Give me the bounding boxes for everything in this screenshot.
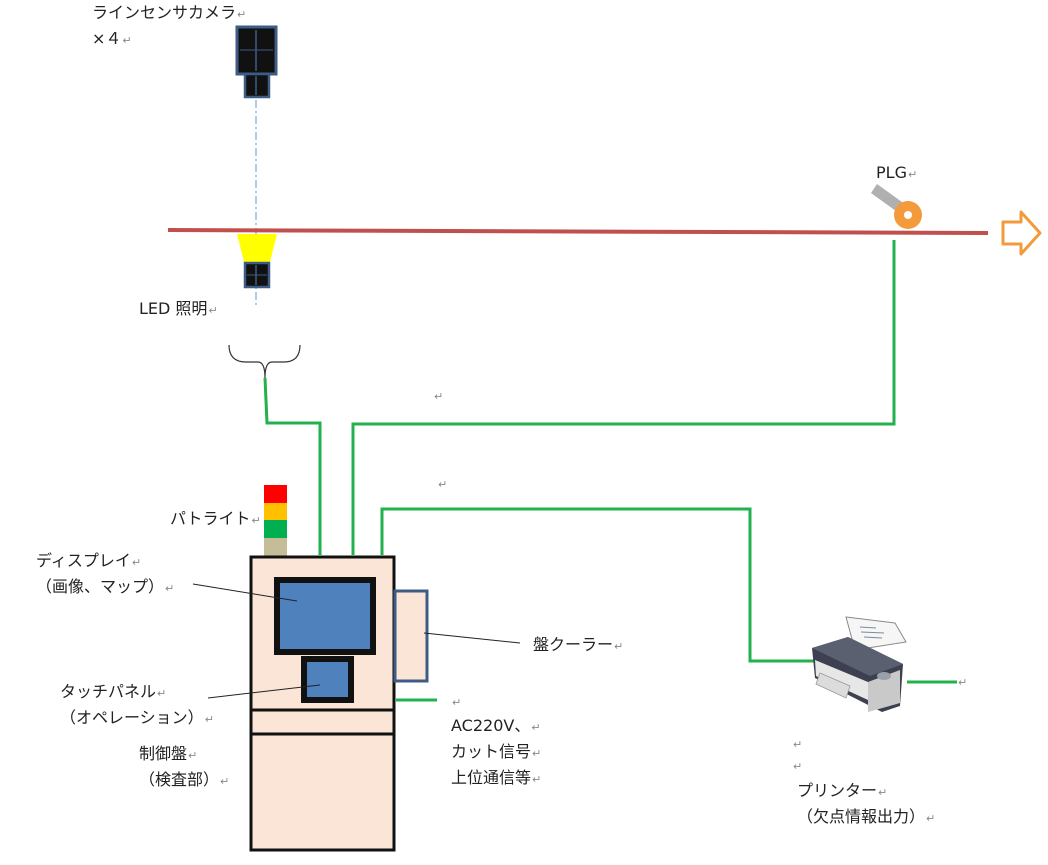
patlite-label: パトライト↵ [170, 507, 261, 533]
led-label: LED 照明↵ [139, 297, 218, 323]
display-label: ディスプレイ↵ （画像、マップ）↵ [36, 549, 174, 601]
led-label-text: LED 照明 [139, 299, 208, 318]
paragraph-mark: ↵ [251, 514, 261, 527]
power-label-line3: 上位通信等 [451, 768, 532, 787]
paragraph-mark: ↵ [438, 478, 448, 491]
direction-arrow-icon [1001, 210, 1042, 256]
paragraph-mark: ↵ [434, 390, 444, 403]
control-panel-label: 制御盤↵ （検査部）↵ [139, 742, 229, 794]
led-light-icon [237, 234, 277, 289]
power-label-line1: AC220V、 [451, 716, 531, 735]
control-panel-label-detail: （検査部） [139, 770, 220, 789]
paragraph-mark: ↵ [157, 687, 167, 700]
paragraph-mark: ↵ [237, 8, 247, 21]
paragraph-mark: ↵ [907, 168, 918, 181]
power-signal-label: AC220V、↵ カット信号↵ 上位通信等↵ [451, 714, 541, 792]
printer-icon [812, 616, 907, 712]
display-label-name: ディスプレイ [36, 551, 131, 570]
touch-panel-label: タッチパネル↵ （オペレーション）↵ [60, 680, 214, 732]
display-label-detail: （画像、マップ） [36, 577, 165, 596]
paragraph-mark: ↵ [958, 676, 968, 689]
cooler-label-text: 盤クーラー [533, 635, 614, 654]
paragraph-mark: ↵ [165, 582, 175, 595]
camera-label-name: ラインセンサカメラ [92, 3, 237, 22]
paragraph-mark: ↵ [793, 760, 803, 773]
printer-label: プリンター↵ （欠点情報出力）↵ [797, 779, 935, 831]
patlite-label-text: パトライト [170, 509, 251, 528]
control-panel-label-name: 制御盤 [139, 744, 188, 763]
camera-label-count: ×４ [92, 29, 122, 48]
printer-label-detail: （欠点情報出力） [797, 807, 926, 826]
paragraph-mark: ↵ [122, 34, 132, 47]
plg-label-text: PLG [876, 163, 907, 182]
paragraph-mark: ↵ [131, 556, 142, 569]
paragraph-mark: ↵ [452, 696, 462, 709]
signal-lines [263, 240, 957, 702]
camera-label: ラインセンサカメラ↵ ×４↵ [92, 1, 246, 53]
touch-panel-label-detail: （オペレーション） [60, 708, 204, 727]
paragraph-mark: ↵ [793, 738, 803, 751]
patlite-icon [264, 485, 287, 556]
paragraph-mark: ↵ [204, 713, 214, 726]
power-label-line2: カット信号 [451, 742, 532, 761]
bracket-brace [228, 344, 301, 379]
paragraph-mark: ↵ [208, 304, 218, 317]
paragraph-mark: ↵ [188, 749, 198, 762]
printer-label-name: プリンター [797, 781, 878, 800]
paragraph-mark: ↵ [532, 773, 542, 786]
paragraph-mark: ↵ [220, 775, 230, 788]
line-sensor-camera-icon [235, 25, 278, 99]
paragraph-mark: ↵ [532, 747, 542, 760]
paragraph-mark: ↵ [926, 812, 936, 825]
paragraph-mark: ↵ [531, 721, 541, 734]
control-cabinet-icon [249, 555, 429, 852]
leader-lines [192, 583, 521, 699]
paragraph-mark: ↵ [614, 640, 624, 653]
plg-encoder-icon [871, 184, 922, 229]
paragraph-mark: ↵ [878, 786, 888, 799]
conveyor-line [167, 228, 989, 235]
cooler-label: 盤クーラー↵ [533, 633, 623, 659]
touch-panel-label-name: タッチパネル [60, 682, 157, 701]
plg-label: PLG↵ [876, 161, 917, 187]
